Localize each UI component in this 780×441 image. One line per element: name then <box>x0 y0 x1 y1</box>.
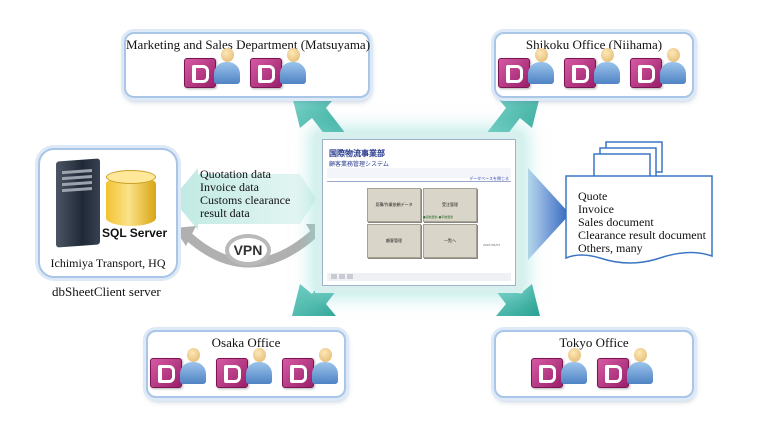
user-icon <box>310 346 340 388</box>
user-icon <box>526 46 556 88</box>
arrow-to-matsuyama <box>292 96 346 144</box>
data-item: Quotation data <box>200 167 271 181</box>
access-icon <box>597 358 629 388</box>
data-flow-list: Quotation data Invoice data Customs clea… <box>200 168 290 220</box>
database-icon <box>106 170 156 226</box>
app-footer <box>327 273 511 281</box>
office-tokyo: Tokyo Office <box>494 330 694 398</box>
office-label: Marketing and Sales Department (Matsuyam… <box>126 37 371 52</box>
app-subtitle: 顧客業務管理システム <box>329 161 389 168</box>
hq-label: Ichimiya Transport, HQ <box>50 256 166 270</box>
documents-box <box>565 175 713 264</box>
app-divider <box>327 181 511 182</box>
data-item: result data <box>200 206 250 220</box>
app-date: 2007/05/07 <box>483 243 501 247</box>
user-icon <box>625 346 655 388</box>
access-user <box>184 46 244 90</box>
office-matsuyama: Marketing and Sales Department (Matsuyam… <box>124 32 370 98</box>
data-flow-arrow <box>172 168 316 230</box>
server-box: SQL Server Ichimiya Transport, HQ <box>38 148 178 278</box>
server-name: dbSheetClient server <box>52 284 161 299</box>
access-user <box>282 346 342 390</box>
office-label: Shikoku Office (Niihama) <box>525 37 663 52</box>
app-header-band <box>327 168 511 178</box>
access-user <box>216 346 276 390</box>
access-user <box>250 46 310 90</box>
access-icon <box>531 358 563 388</box>
user-group <box>496 46 692 90</box>
vpn-arrowhead-left <box>174 226 196 246</box>
document-item: Quote <box>578 189 608 203</box>
list-button[interactable]: 一覧へ <box>423 224 477 258</box>
vpn-badge: VPN <box>225 234 271 266</box>
access-user <box>630 46 690 90</box>
sql-server-label: SQL Server <box>102 226 168 240</box>
data-item: Invoice data <box>200 180 259 194</box>
access-icon <box>630 58 662 88</box>
user-icon <box>178 346 208 388</box>
user-icon <box>244 346 274 388</box>
access-user <box>531 346 591 390</box>
access-user <box>564 46 624 90</box>
document-item: Sales document <box>578 215 654 229</box>
user-icon <box>559 346 589 388</box>
app-note: ●自動更新 ●手動更新 <box>423 215 454 219</box>
access-user <box>498 46 558 90</box>
app-title: 国際物流事業部 <box>329 149 385 158</box>
app-close-link[interactable]: データベースを閉じる <box>469 176 509 181</box>
app-screenshot: 国際物流事業部 顧客業務管理システム データベースを閉じる 見積/作業依頼データ… <box>322 139 516 286</box>
documents-list: Quote Invoice Sales document Clearance r… <box>578 190 706 255</box>
user-group <box>126 46 368 90</box>
user-icon <box>658 46 688 88</box>
office-label: Tokyo Office <box>559 335 629 350</box>
access-icon <box>250 58 282 88</box>
document-item: Invoice <box>578 202 614 216</box>
access-icon <box>564 58 596 88</box>
user-group <box>496 346 692 390</box>
user-group <box>148 346 344 390</box>
access-icon <box>216 358 248 388</box>
office-niihama: Shikoku Office (Niihama) <box>494 32 694 98</box>
arrow-to-niihama <box>486 96 540 144</box>
user-icon <box>212 46 242 88</box>
user-icon <box>278 46 308 88</box>
customer-management-button[interactable]: 顧客管理 <box>367 224 421 258</box>
access-user <box>150 346 210 390</box>
server-tower-icon <box>56 158 100 248</box>
access-icon <box>498 58 530 88</box>
data-item: Customs clearance <box>200 193 291 207</box>
arrow-to-documents <box>528 168 570 260</box>
access-user <box>597 346 657 390</box>
office-label: Osaka Office <box>211 335 281 350</box>
access-icon <box>282 358 314 388</box>
order-management-button[interactable]: 受注管理 <box>423 188 477 222</box>
user-icon <box>592 46 622 88</box>
quote-data-button[interactable]: 見積/作業依頼データ <box>367 188 421 222</box>
document-item: Others, many <box>578 241 643 255</box>
document-item: Clearance result document <box>578 228 706 242</box>
access-icon <box>150 358 182 388</box>
office-osaka: Osaka Office <box>146 330 346 398</box>
